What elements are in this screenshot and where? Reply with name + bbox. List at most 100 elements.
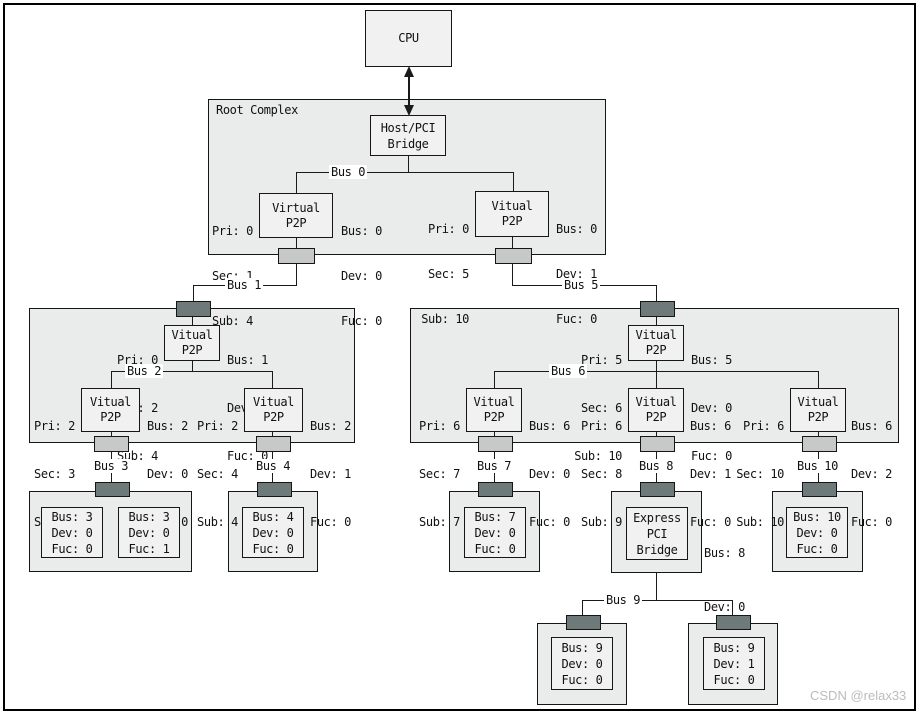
fuc-label: Fuc: 0 [556, 312, 597, 326]
bus-label: Bus: 9 [561, 640, 603, 655]
sw-right-top-id-labels: Bus: 5 Dev: 0 Fuc: 0 [691, 320, 751, 480]
bridge-title-line: P2P [285, 215, 307, 230]
root-complex-title: Root Complex [216, 103, 298, 117]
sw-right-slot-connector-1 [478, 436, 513, 452]
fuc-label: Fuc: 0 [690, 515, 731, 529]
rc-right-bridge-id-labels: Bus: 0 Dev: 1 Fuc: 0 [556, 192, 616, 342]
bridge-title-line: Vitual [473, 395, 515, 409]
bridge-title-line: P2P [181, 343, 203, 357]
bus7-label: Bus 7 [475, 459, 514, 473]
bus10-label: Bus 10 [795, 459, 840, 473]
host-pci-bridge-box: Host/PCI Bridge [370, 115, 446, 156]
express-bridge-line: PCI [646, 526, 668, 541]
bus-label: Bus: 3 [51, 509, 93, 524]
bus-label: Bus: 8 [704, 546, 745, 560]
bus-label: Bus: 9 [713, 640, 755, 655]
bus3-label: Bus 3 [92, 459, 131, 473]
bridge-title-line: Vitual [90, 395, 131, 409]
sw-right-top-cfg-labels: Pri: 5 Sec: 6 Sub: 10 [556, 320, 622, 480]
device-bus9-left-connector [566, 615, 601, 630]
device-bus9-right-connector [716, 615, 751, 630]
pri-label: Pri: 2 [197, 419, 238, 433]
pri-label: Pri: 6 [581, 419, 622, 433]
bus2-label: Bus 2 [125, 364, 164, 378]
bridge-title-line: Virtual [272, 200, 320, 215]
dev-label: Dev: 0 [529, 467, 570, 481]
bridge-title-line: P2P [645, 343, 667, 357]
bus-label: Bus: 0 [341, 224, 382, 238]
fuc-label: Fuc: 0 [851, 515, 892, 529]
cpu-label: CPU [398, 31, 419, 45]
device-function-box-bus9-dev0: Bus: 9 Dev: 0 Fuc: 0 [551, 637, 613, 690]
dev-label: Dev: 0 [691, 401, 732, 415]
fuc-label: Fuc: 0 [796, 541, 838, 556]
bus-label: Bus: 6 [851, 419, 892, 433]
bridge-title-line: P2P [100, 410, 121, 424]
sw-right-child-right-id-labels: Bus: 6 Dev: 2 Fuc: 0 [851, 386, 911, 546]
sub-label: Sub: 4 [197, 515, 238, 529]
bus-label: Bus: 1 [227, 353, 268, 367]
dev-label: Dev: 0 [704, 600, 745, 614]
sec-label: Sec: 10 [736, 467, 784, 481]
sub-label: Sub: 10 [736, 515, 784, 529]
rc-right-virtual-p2p-box: Vitual P2P [475, 191, 549, 237]
sec-label: Sec: 5 [428, 267, 469, 281]
fuc-label: Fuc: 0 [227, 449, 268, 463]
rc-left-bridge-cfg-labels: Pri: 0 Sec: 1 Sub: 4 [193, 194, 253, 344]
sw-right-child-mid-p2p-box: Vitual P2P [628, 388, 684, 432]
sw-left-slot-connector-2 [256, 436, 291, 452]
bridge-title-line: P2P [807, 410, 829, 424]
bus-label: Bus: 4 [252, 509, 294, 524]
sub-label: Sub: 10 [421, 312, 469, 326]
bus-label: Bus: 5 [691, 353, 732, 367]
sw-left-top-p2p-box: Vitual P2P [164, 325, 220, 361]
cpu-box: CPU [365, 10, 452, 67]
dev-label: Dev: 0 [51, 525, 93, 540]
dev-label: Dev: 0 [252, 525, 294, 540]
sw-right-child-right-cfg-labels: Pri: 6 Sec: 10 Sub: 10 [718, 386, 784, 546]
sw-left-child-left-p2p-box: Vitual P2P [81, 388, 140, 432]
device-function-box-bus4: Bus: 4 Dev: 0 Fuc: 0 [242, 507, 304, 558]
sw-right-child-left-cfg-labels: Pri: 6 Sec: 7 Sub: 7 [400, 386, 460, 546]
device-function-box-bus3-fn0: Bus: 3 Dev: 0 Fuc: 0 [41, 507, 103, 558]
rc-slot-connector-right [495, 248, 532, 264]
bus9-label: Bus 9 [604, 593, 643, 607]
sw-right-top-p2p-box: Vitual P2P [628, 325, 684, 361]
pri-label: Pri: 0 [212, 224, 253, 238]
dev-label: Dev: 2 [851, 467, 892, 481]
rc-right-bridge-cfg-labels: Pri: 0 Sec: 5 Sub: 10 [405, 192, 469, 342]
pri-label: Pri: 0 [428, 222, 469, 236]
device-bus10-connector [802, 482, 837, 497]
sw-left-child-right-cfg-labels: Pri: 2 Sec: 4 Sub: 4 [178, 386, 238, 546]
dev-label: Dev: 1 [713, 656, 755, 671]
sw-right-child-left-p2p-box: Vitual P2P [466, 388, 522, 432]
fuc-label: Fuc: 0 [310, 515, 351, 529]
bus-label: Bus: 2 [147, 419, 188, 433]
bridge-title-line: Vitual [635, 395, 677, 409]
bus-label: Bus: 0 [556, 222, 597, 236]
csdn-watermark: CSDN @relax33 [810, 688, 907, 703]
bridge-title-line: Vitual [635, 328, 677, 342]
bus-label: Bus: 2 [310, 419, 351, 433]
bus6-label: Bus 6 [549, 364, 588, 378]
fuc-label: Fuc: 0 [561, 672, 603, 687]
cpu-arrow [404, 66, 414, 116]
dev-label: Dev: 0 [796, 525, 838, 540]
sw-left-slot-connector-1 [94, 436, 129, 452]
dev-label: Dev: 1 [556, 267, 597, 281]
rc-left-virtual-p2p-box: Virtual P2P [259, 193, 333, 238]
sec-label: Sec: 4 [197, 467, 238, 481]
rc-slot-connector-left [278, 248, 315, 264]
pri-label: Pri: 6 [419, 419, 460, 433]
sw-right-child-left-id-labels: Bus: 6 Dev: 0 Fuc: 0 [529, 386, 589, 546]
device-function-box-bus9-dev1: Bus: 9 Dev: 1 Fuc: 0 [703, 637, 765, 690]
sub-label: Sub: 7 [419, 515, 460, 529]
rc-left-bridge-id-labels: Bus: 0 Dev: 0 Fuc: 0 [341, 194, 401, 344]
sw-left-upstream-connector [176, 301, 211, 317]
fuc-label: Fuc: 0 [713, 672, 755, 687]
sw-left-child-right-id-labels: Bus: 2 Dev: 1 Fuc: 0 [310, 386, 370, 546]
pri-label: Pri: 5 [581, 353, 622, 367]
bridge-title-line: P2P [483, 410, 505, 424]
dev-label: Dev: 0 [341, 269, 382, 283]
bridge-title-line: P2P [263, 410, 284, 424]
